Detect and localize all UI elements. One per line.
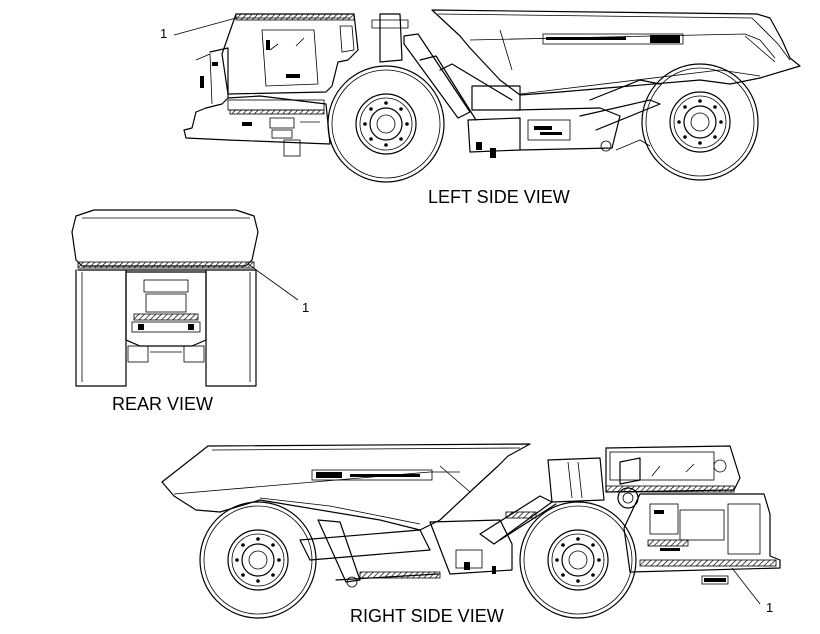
right-view-leader-line <box>731 567 761 605</box>
rear-view-caption: REAR VIEW <box>112 394 213 414</box>
rear-view-truck <box>71 209 259 387</box>
rear-view-callout-number: 1 <box>302 300 309 315</box>
left-view-callout-number: 1 <box>160 26 167 41</box>
rear-view-leader-line <box>247 263 299 301</box>
left-side-view-truck <box>183 9 801 183</box>
right-side-view-truck <box>161 443 781 619</box>
left-view-leader-line <box>173 17 237 36</box>
left-view-caption: LEFT SIDE VIEW <box>428 187 570 207</box>
right-view-callout-number: 1 <box>766 600 773 615</box>
right-view-caption: RIGHT SIDE VIEW <box>350 606 504 626</box>
